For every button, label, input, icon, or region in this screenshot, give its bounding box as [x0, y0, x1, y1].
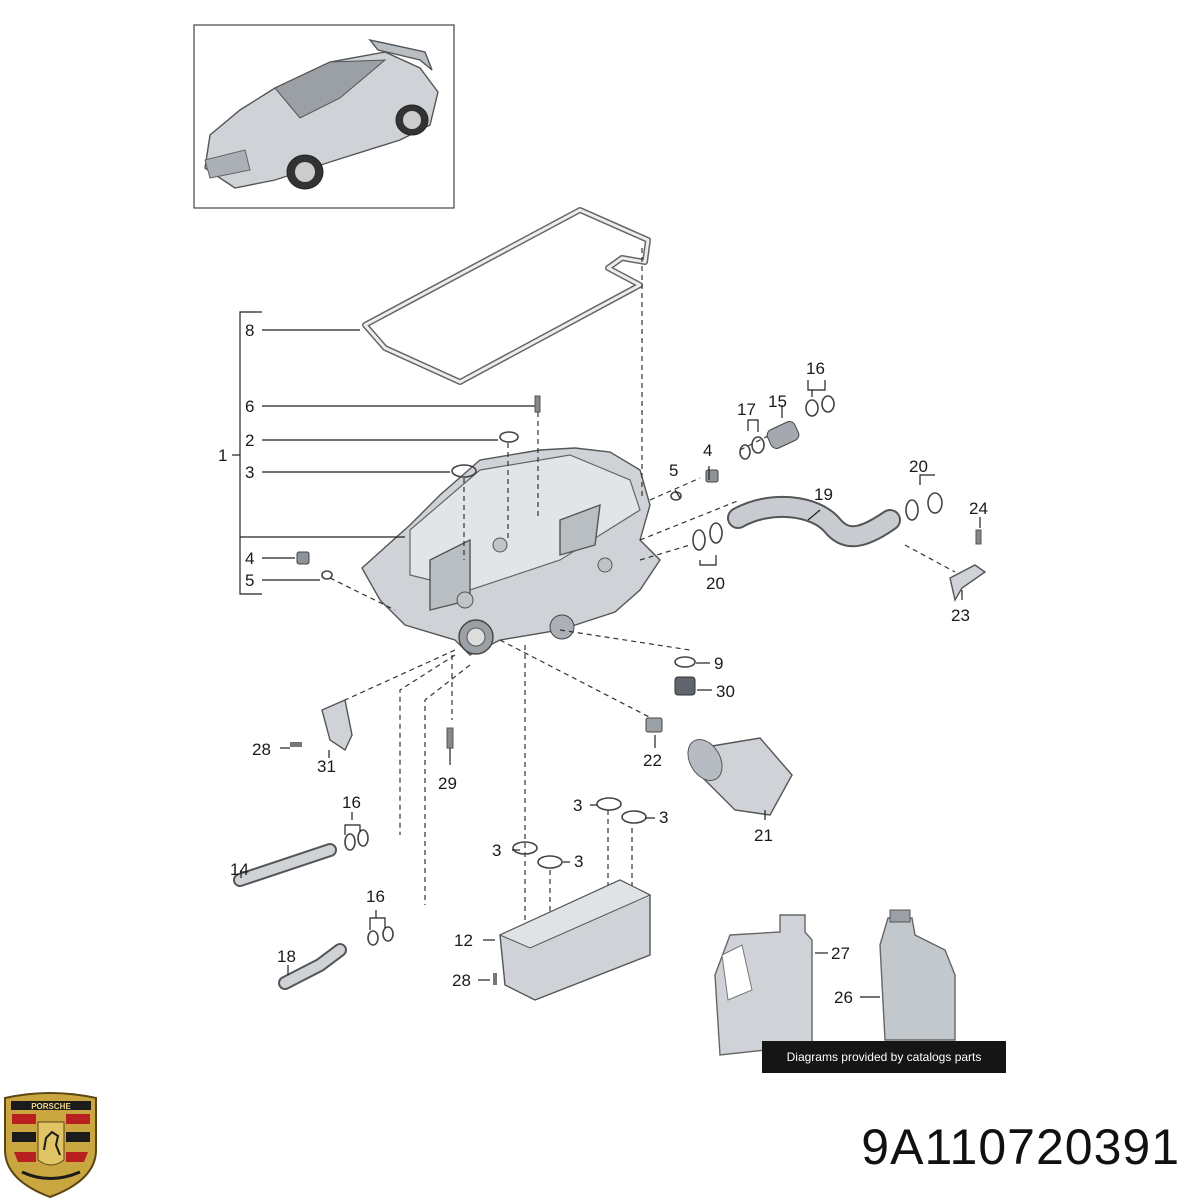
oil-hose [692, 492, 943, 551]
callout-5-right: 5 [669, 461, 678, 480]
callout-26: 26 [834, 988, 853, 1007]
callout-17: 17 [737, 400, 756, 419]
oil-pipe-18 [278, 926, 394, 990]
callout-4-left: 4 [245, 549, 254, 568]
callout-16-mid: 16 [342, 793, 361, 812]
leader-lines [240, 380, 981, 998]
callout-4-right: 4 [703, 441, 712, 460]
oil-cooler [493, 797, 652, 1001]
callout-3-cooler-b: 3 [574, 852, 583, 871]
seal-rings-upper [739, 395, 835, 460]
oil-filter [645, 717, 793, 816]
car-thumbnail [193, 24, 455, 209]
oil-pan-housing [361, 447, 661, 656]
callout-20-top: 20 [909, 457, 928, 476]
hose-clip [949, 529, 987, 602]
group-bracket [232, 311, 537, 595]
callout-6: 6 [245, 397, 254, 416]
part-number: 9A110720391 [861, 1119, 1180, 1175]
oil-container-small [879, 909, 956, 1041]
callout-24: 24 [969, 499, 988, 518]
callout-30: 30 [716, 682, 735, 701]
callout-20-bottom: 20 [706, 574, 725, 593]
oil-pan-gasket [362, 207, 651, 385]
callout-27: 27 [831, 944, 850, 963]
callout-28-bottom: 28 [452, 971, 471, 990]
oil-container-large [714, 914, 813, 1056]
callout-22: 22 [643, 751, 662, 770]
callout-31: 31 [317, 757, 336, 776]
callout-12: 12 [454, 931, 473, 950]
callout-9: 9 [714, 654, 723, 673]
callout-15: 15 [768, 392, 787, 411]
callout-labels: 1 8 6 2 3 4 5 5 4 17 15 16 19 20 20 24 2… [218, 321, 988, 1007]
oil-pipe-14 [233, 829, 369, 887]
callout-29: 29 [438, 774, 457, 793]
oil-elbow-fitting [290, 699, 454, 752]
assembly-guides [329, 248, 956, 945]
callout-3-cooler-a: 3 [492, 841, 501, 860]
callout-3: 3 [245, 463, 254, 482]
callout-16-top: 16 [806, 359, 825, 378]
porsche-crest-logo: PORSCHE [4, 1092, 97, 1199]
callout-1: 1 [218, 446, 227, 465]
callout-16-low: 16 [366, 887, 385, 906]
callout-8: 8 [245, 321, 254, 340]
svg-text:PORSCHE: PORSCHE [31, 1102, 71, 1111]
diagram-credit-banner: Diagrams provided by catalogs parts [762, 1041, 1006, 1073]
callout-28-top: 28 [252, 740, 271, 759]
callout-2: 2 [245, 431, 254, 450]
callout-19: 19 [814, 485, 833, 504]
callout-18: 18 [277, 947, 296, 966]
callout-3-cooler-c: 3 [573, 796, 582, 815]
callout-3-cooler-d: 3 [659, 808, 668, 827]
callout-5-left: 5 [245, 571, 254, 590]
callout-14: 14 [230, 860, 249, 879]
callout-23: 23 [951, 606, 970, 625]
callout-21: 21 [754, 826, 773, 845]
drain-plug [674, 656, 696, 696]
